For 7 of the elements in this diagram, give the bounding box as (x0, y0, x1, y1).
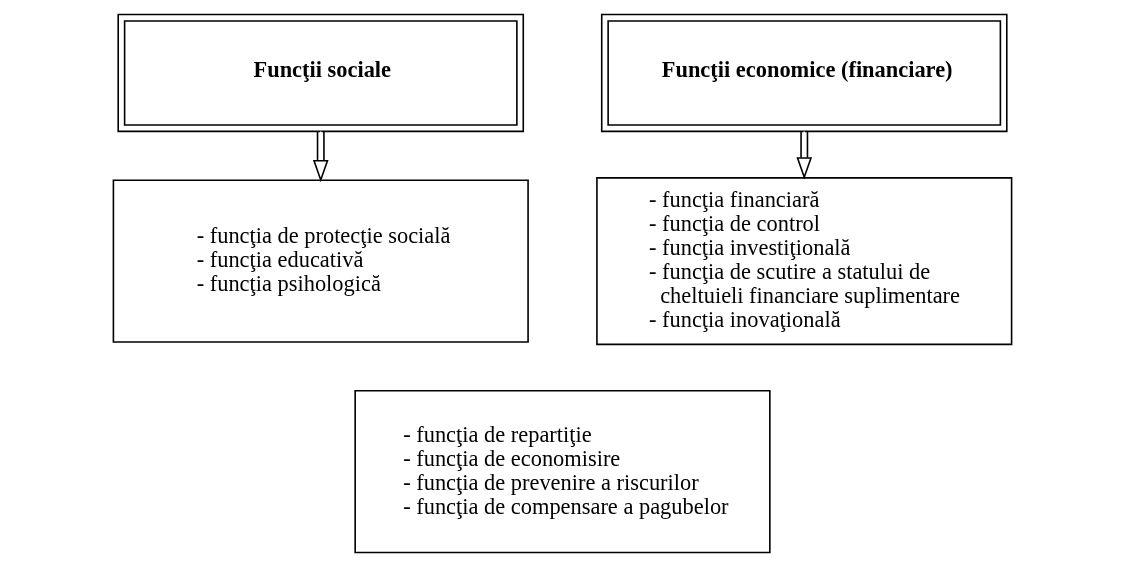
node-box: - funcţia financiară - funcţia de control - funcţia investiţională - funcţia de scutire a statului de cheltuieli financiare suplimentare - funcţia inovaţională (596, 177, 1013, 346)
node-box: - funcţia de protecţie socială - funcţia educativă - funcţia psihologică (112, 179, 529, 343)
node-box: - funcţia de repartiţie - funcţia de economisire - funcţia de prevenire a riscurilor - funcţia de compensare a pagubelor (354, 389, 771, 554)
node-box: Funcţii sociale (117, 13, 525, 133)
node-box: Funcţii economice (financiare) (600, 13, 1008, 133)
arrow (312, 130, 329, 183)
arrow (796, 130, 813, 180)
